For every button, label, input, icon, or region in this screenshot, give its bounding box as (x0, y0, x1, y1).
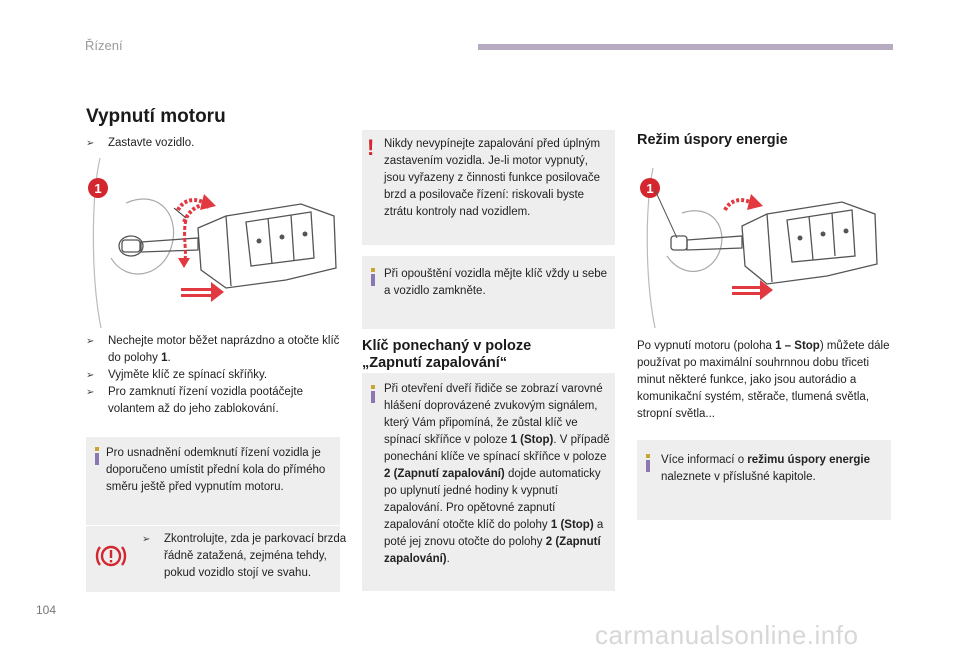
section-heading-energy-saving: Režim úspory energie (637, 132, 788, 148)
warning-box-parking-brake: ➢ Zkontrolujte, zda je parkovací brzda ř… (86, 526, 346, 592)
bullet-remove-key: ➢ Vyjměte klíč ze spínací skříňky. (86, 367, 341, 384)
energy-saving-paragraph: Po vypnutí motoru (poloha 1 – Stop) může… (637, 340, 890, 420)
header-bar (478, 44, 893, 50)
bullet-check-parking-brake: ➢ Zkontrolujte, zda je parkovací brzda ř… (142, 533, 347, 579)
section-heading-key-left: Klíč ponechaný v poloze „Zapnutí zapalov… (362, 338, 532, 371)
bullet-marker-icon: ➢ (86, 387, 95, 398)
info-box-steering: Pro usnadnění odemknutí řízení vozidla j… (86, 437, 340, 525)
warning-box-ignition: ! Nikdy nevypínejte zapalování před úpln… (362, 130, 615, 245)
brake-warning-icon (95, 545, 127, 567)
info-icon (370, 268, 378, 286)
section-label: Řízení (85, 38, 123, 53)
ignition-key-energy-illustration: 1 (640, 167, 878, 328)
info-icon (370, 385, 378, 403)
page-number: 104 (36, 603, 57, 617)
info-icon (94, 447, 102, 465)
bullet-lock-steering: ➢ Pro zamknutí řízení vozidla pootáčejte… (86, 386, 303, 415)
bullet-marker-icon: ➢ (142, 534, 151, 545)
callout-marker (640, 178, 660, 198)
info-box-energy-saving: Více informací o režimu úspory energie n… (637, 440, 891, 520)
exclamation-icon: ! (367, 135, 375, 160)
bullet-marker-icon: ➢ (86, 370, 95, 381)
bullet-idle-turn-key: ➢ Nechejte motor běžet naprázdno a otočt… (86, 335, 340, 364)
callout-number: 1 (94, 181, 101, 196)
watermark: carmanualsonline.info (595, 620, 859, 650)
info-box-keep-key: Při opouštění vozidla mějte klíč vždy u … (362, 256, 615, 329)
bullet-stop-vehicle: ➢ Zastavte vozidlo. (86, 135, 358, 152)
page-title: Vypnutí motoru (86, 106, 226, 127)
ignition-key-illustration: 1 (88, 158, 337, 329)
bullet-marker-icon: ➢ (86, 336, 95, 347)
callout-marker (88, 178, 108, 198)
info-box-key-reminder: Při otevření dveří řidiče se zobrazí var… (362, 373, 615, 591)
callout-number: 1 (646, 181, 653, 196)
bullet-marker-icon: ➢ (86, 138, 95, 149)
info-icon (645, 454, 653, 472)
